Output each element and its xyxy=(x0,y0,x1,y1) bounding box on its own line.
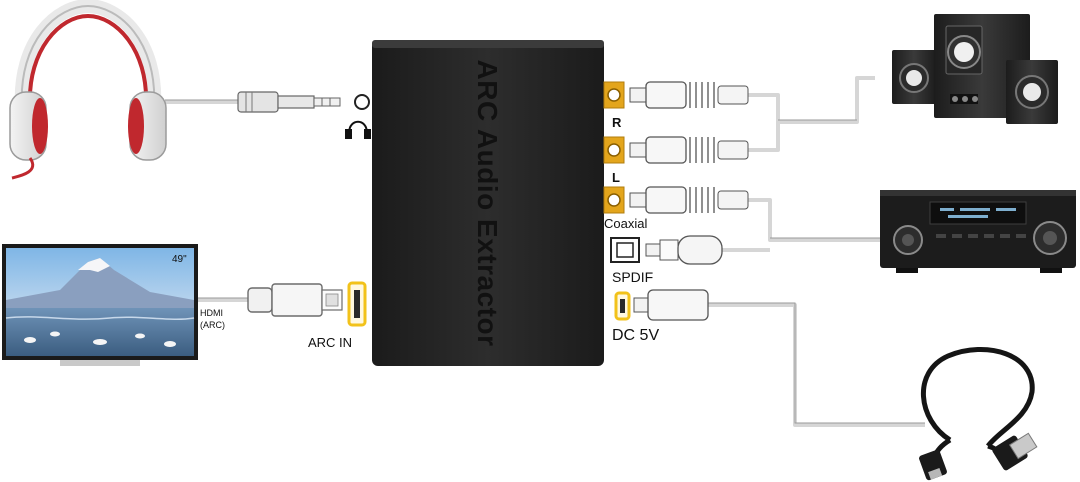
device-body: ARC Audio Extractor xyxy=(372,40,604,366)
label-dc-5v: DC 5V xyxy=(612,327,659,344)
power-cable xyxy=(708,303,925,427)
tv-size-badge: 49" xyxy=(172,254,187,265)
hdmi-plug xyxy=(247,283,343,317)
label-l: L xyxy=(612,170,620,185)
headphones-icon xyxy=(9,0,167,180)
label-r: R xyxy=(612,115,622,130)
device-title: ARC Audio Extractor xyxy=(472,60,503,347)
usb-cable-icon xyxy=(919,347,1038,481)
optical-plug xyxy=(645,235,723,265)
speakers-icon xyxy=(892,14,1058,124)
rca-plug-coaxial xyxy=(629,186,749,214)
dc-plug xyxy=(633,289,709,321)
hdmi-cable-label: HDMI xyxy=(200,308,223,318)
headphone-port-icon xyxy=(345,120,371,139)
av-receiver-icon xyxy=(880,190,1076,273)
rca-jack-right xyxy=(603,81,625,109)
arc-in-label: ARC IN xyxy=(308,335,352,350)
tv-icon: 49" xyxy=(2,244,198,366)
label-spdif: SPDIF xyxy=(612,269,653,285)
rca-plug-right xyxy=(629,81,749,109)
coaxial-jack xyxy=(603,186,625,214)
rca-plug-left xyxy=(629,136,749,164)
spdif-port xyxy=(610,237,640,263)
rca-speaker-cable xyxy=(748,76,875,152)
headphone-jack-plug xyxy=(237,91,370,113)
coaxial-cable xyxy=(748,198,880,242)
hdmi-cable-label-arc: (ARC) xyxy=(200,320,225,330)
label-coaxial: Coaxial xyxy=(604,216,647,231)
rca-jack-left xyxy=(603,136,625,164)
